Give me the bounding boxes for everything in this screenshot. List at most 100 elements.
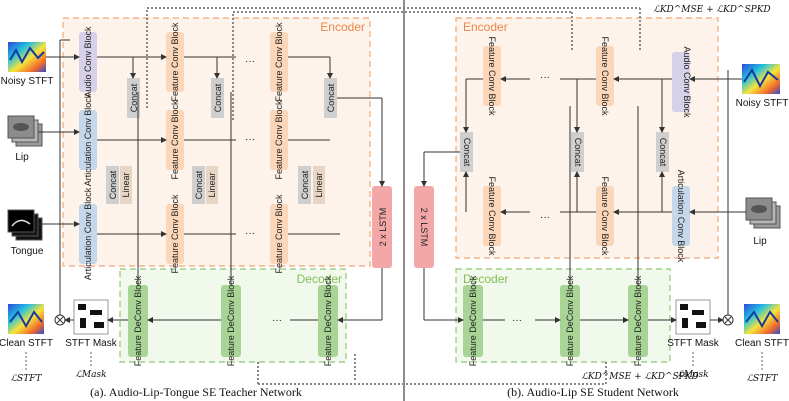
student-audio-conv-label: Audio Conv Block	[682, 46, 692, 118]
kd-loss-bottom: ℒKD^MSE + ℒKD^SPKD	[581, 372, 698, 382]
teacher-articulation-conv-label-lip: Articulation Conv Block	[83, 93, 93, 186]
teacher-stft-loss: ℒSTFT	[11, 374, 43, 384]
teacher-lstm-block	[372, 186, 392, 268]
svg-text:Concat: Concat	[658, 138, 668, 167]
student-stft-loss: ℒSTFT	[747, 374, 779, 384]
svg-text:Feature Conv Block: Feature Conv Block	[274, 22, 284, 102]
svg-text:Feature Conv Block: Feature Conv Block	[274, 100, 284, 180]
svg-text:Feature DeConv Block: Feature DeConv Block	[633, 275, 643, 366]
teacher-encoder-title: Encoder	[320, 20, 365, 34]
svg-text:Concat: Concat	[573, 138, 583, 167]
svg-text:Feature DeConv Block: Feature DeConv Block	[133, 275, 143, 366]
svg-text:Concat: Concat	[462, 138, 472, 167]
student-ellipsis: ···	[540, 212, 550, 223]
student-deconv-block	[628, 285, 648, 357]
svg-text:Feature DeConv Block: Feature DeConv Block	[323, 275, 333, 366]
teacher-articulation-conv-block-tongue	[79, 204, 97, 264]
student-concat-block	[460, 132, 473, 172]
student-noisy-stft-image	[742, 64, 780, 94]
svg-text:Feature Conv Block: Feature Conv Block	[170, 194, 180, 274]
student-lip-image	[745, 197, 781, 229]
student-feature-conv-block	[483, 46, 501, 106]
student-lip-label: Lip	[753, 236, 767, 247]
student-deconv-block	[560, 285, 580, 357]
svg-text:Concat: Concat	[194, 170, 204, 199]
student-audio-conv-block	[672, 52, 690, 112]
student-feature-conv-block	[596, 46, 614, 106]
svg-text:Linear: Linear	[314, 172, 324, 197]
teacher-stft-mask-image	[73, 299, 109, 335]
student-mask-loss: ℒMask	[677, 370, 708, 380]
svg-text:Concat: Concat	[129, 83, 139, 112]
svg-text:Feature Conv Block: Feature Conv Block	[274, 194, 284, 274]
teacher-deconv-blocks: Feature DeConv Block Feature DeConv Bloc…	[128, 275, 338, 366]
svg-text:Feature Conv Block: Feature Conv Block	[487, 176, 497, 256]
teacher-lip-label: Lip	[15, 152, 29, 163]
student-stft-mask-image	[675, 299, 711, 335]
svg-text:Concat: Concat	[108, 170, 118, 199]
teacher-concat-block	[324, 78, 337, 118]
teacher-encoder-frame	[62, 17, 371, 267]
teacher-decoder-title: Decoder	[297, 272, 342, 286]
svg-text:Concat: Concat	[326, 83, 336, 112]
teacher-ellipsis: ···	[272, 315, 282, 326]
svg-text:Feature DeConv Block: Feature DeConv Block	[226, 275, 236, 366]
student-lstm-block	[414, 186, 434, 268]
teacher-linear-block	[313, 166, 325, 204]
teacher-feature-conv-block	[166, 110, 184, 170]
teacher-noisy-stft-image	[8, 42, 46, 72]
teacher-deconv-block	[221, 285, 241, 357]
teacher-clean-stft-label: Clean STFT	[0, 338, 53, 349]
student-ellipsis: ···	[512, 315, 522, 326]
teacher-feature-conv-block	[270, 110, 288, 170]
teacher-concat-blocks: Concat Concat Concat Concat Concat Conca…	[106, 78, 337, 204]
student-encoder-title: Encoder	[463, 20, 508, 34]
teacher-concat-block	[127, 78, 140, 118]
student-stft-mask-label: STFT Mask	[667, 338, 719, 349]
student-feature-conv-block	[483, 186, 501, 246]
teacher-ellipsis: ···	[245, 134, 255, 145]
teacher-tongue-label: Tongue	[11, 246, 44, 257]
teacher-lip-image	[7, 115, 43, 147]
teacher-tongue-image	[7, 209, 43, 241]
student-concat-block	[656, 132, 669, 172]
teacher-feature-conv-blocks: Feature Conv Block Feature Conv Block Fe…	[166, 22, 288, 274]
teacher-noisy-stft-label: Noisy STFT	[1, 76, 54, 87]
teacher-clean-stft-image	[8, 304, 44, 334]
student-clean-stft-image	[744, 304, 780, 334]
teacher-feature-conv-block	[270, 204, 288, 264]
teacher-concat-block	[192, 166, 205, 204]
teacher-linear-blocks: Linear Linear Linear	[120, 166, 325, 204]
teacher-feature-conv-block	[270, 32, 288, 92]
student-network: Encoder Decoder Noisy STFT Lip Audio Con…	[414, 8, 789, 384]
teacher-deconv-block	[128, 285, 148, 357]
svg-text:Linear: Linear	[207, 172, 217, 197]
svg-text:Concat: Concat	[213, 83, 223, 112]
svg-text:Concat: Concat	[300, 170, 310, 199]
svg-text:Feature Conv Block: Feature Conv Block	[600, 36, 610, 116]
teacher-ellipsis: ···	[245, 56, 255, 67]
student-feature-conv-blocks: Feature Conv Block Feature Conv Block Fe…	[483, 36, 614, 256]
teacher-articulation-conv-block-lip	[79, 110, 97, 170]
teacher-linear-block	[206, 166, 218, 204]
kd-loss-top: ℒKD^MSE + ℒKD^SPKD	[653, 5, 770, 15]
teacher-network: Encoder Decoder Noisy STFT Lip Tongue Au…	[0, 7, 640, 385]
teacher-concat-block	[211, 78, 224, 118]
teacher-concat-block	[298, 166, 311, 204]
student-concat-block	[571, 132, 584, 172]
student-noisy-stft-label: Noisy STFT	[736, 98, 789, 109]
teacher-caption: (a). Audio-Lip-Tongue SE Teacher Network	[90, 385, 302, 399]
svg-text:Feature DeConv Block: Feature DeConv Block	[565, 275, 575, 366]
teacher-feature-conv-block	[166, 204, 184, 264]
student-articulation-conv-label: Articulation Conv Block	[676, 170, 686, 263]
student-deconv-block	[463, 285, 483, 357]
student-lstm-label: 2 x LSTM	[419, 208, 429, 247]
teacher-stft-mask-label: STFT Mask	[65, 338, 117, 349]
student-feature-conv-block	[596, 186, 614, 246]
teacher-linear-block	[120, 166, 132, 204]
student-clean-stft-label: Clean STFT	[735, 338, 789, 349]
svg-text:Feature Conv Block: Feature Conv Block	[487, 36, 497, 116]
teacher-concat-block	[106, 166, 119, 204]
svg-text:Feature Conv Block: Feature Conv Block	[170, 100, 180, 180]
